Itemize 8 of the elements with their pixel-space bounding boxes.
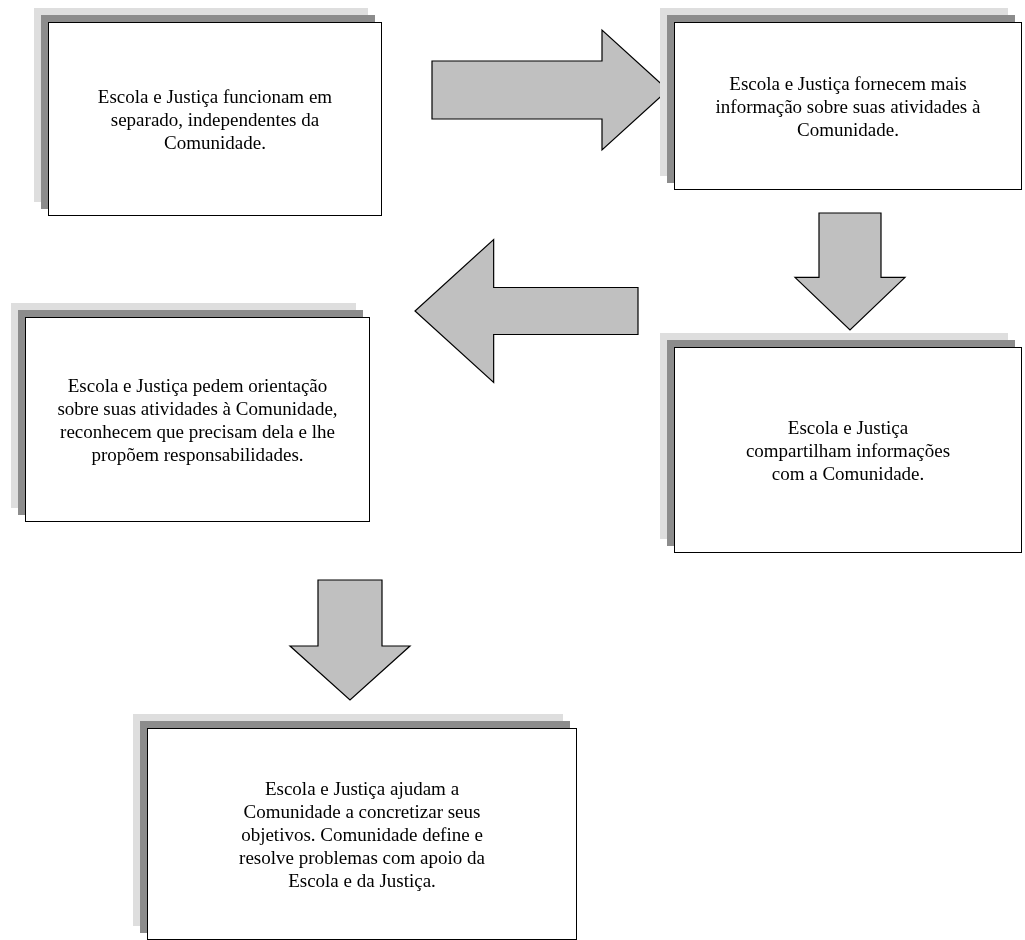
- block-arrow: [288, 579, 412, 701]
- box-text: Escola e Justiça compartilham informações com a Comunidade.: [745, 415, 951, 485]
- block-arrow: [414, 238, 639, 384]
- box-text: Escola e Justiça funcionam em separado, independentes da Comunidade.: [96, 84, 334, 154]
- box-text: Escola e Justiça pedem orientação sobre suas atividades à Comunidade, reconhecem que precisam dela e lhe propõem responsabilidades.: [56, 373, 339, 466]
- block-arrow: [793, 212, 907, 331]
- box-text: Escola e Justiça ajudam a Comunidade a concretizar seus objetivos. Comunidade define e resolve problemas com apoio da Escola e da Justiça.: [238, 776, 486, 892]
- box-text: Escola e Justiça fornecem mais informação sobre suas atividades à Comunidade.: [714, 71, 982, 141]
